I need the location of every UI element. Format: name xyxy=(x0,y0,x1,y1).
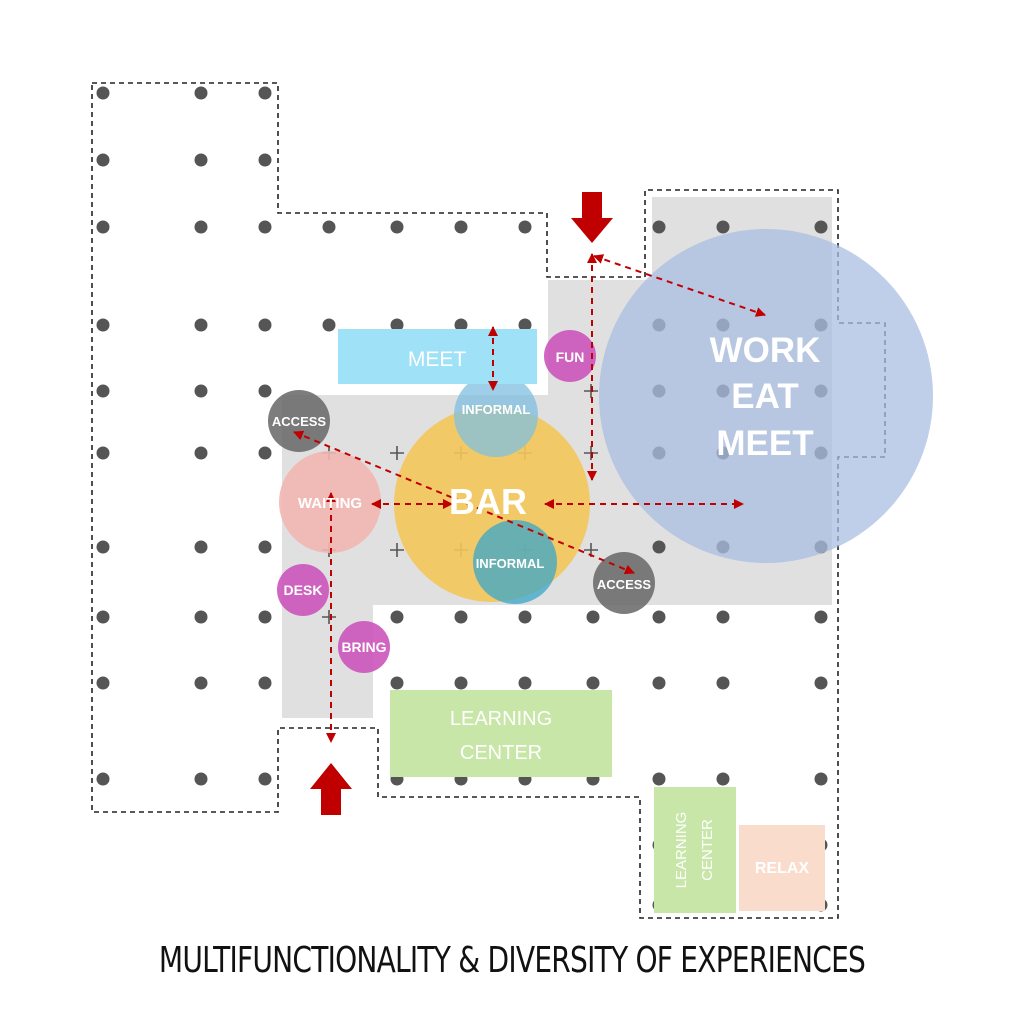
eat-label: EAT xyxy=(731,377,798,416)
column-dot xyxy=(258,318,272,332)
column-dot xyxy=(322,220,336,234)
column-dot xyxy=(194,446,208,460)
column-dot xyxy=(518,318,532,332)
column-dot xyxy=(194,318,208,332)
column-dot xyxy=(194,610,208,624)
column-dot xyxy=(194,540,208,554)
entry-arrow-bottom-icon xyxy=(310,763,352,815)
access-right-label: ACCESS xyxy=(597,577,652,592)
waiting-label: WAITING xyxy=(298,495,362,512)
column-dot xyxy=(194,384,208,398)
column-dot xyxy=(96,220,110,234)
column-dot xyxy=(454,318,468,332)
column-dot xyxy=(96,318,110,332)
fun-zone xyxy=(544,330,596,382)
column-dot xyxy=(390,318,404,332)
column-dot xyxy=(716,610,730,624)
learning-center-small-label-1: LEARNING xyxy=(673,812,690,889)
column-dot xyxy=(652,220,666,234)
column-dot xyxy=(652,772,666,786)
circulation-flows xyxy=(293,253,766,743)
column-dot xyxy=(814,220,828,234)
column-dot xyxy=(96,153,110,167)
meet-label: MEET xyxy=(408,348,467,371)
meet-zone xyxy=(338,329,537,384)
learning-center-small-label-2: CENTER xyxy=(699,819,716,881)
column-dot xyxy=(518,220,532,234)
bring-label: BRING xyxy=(341,639,386,655)
work-label: WORK xyxy=(710,331,821,370)
column-dot xyxy=(258,772,272,786)
column-dot xyxy=(258,676,272,690)
column-dot xyxy=(586,610,600,624)
column-dot xyxy=(652,610,666,624)
bring-zone xyxy=(338,621,390,673)
column-dot xyxy=(258,610,272,624)
column-dot xyxy=(96,540,110,554)
column-dot xyxy=(258,384,272,398)
column-dot xyxy=(454,676,468,690)
column-dot xyxy=(258,86,272,100)
column-dot xyxy=(454,610,468,624)
column-dot xyxy=(586,676,600,690)
column-dot xyxy=(258,540,272,554)
column-dot xyxy=(814,676,828,690)
informal-top-label: INFORMAL xyxy=(462,402,531,417)
column-dot xyxy=(194,86,208,100)
diagram-caption: MULTIFUNCTIONALITY & DIVERSITY OF EXPERI… xyxy=(158,940,866,981)
flow-entry-to-work xyxy=(593,254,766,317)
column-dot xyxy=(96,384,110,398)
column-dot xyxy=(194,220,208,234)
column-dot xyxy=(716,772,730,786)
entry-arrow-top-icon xyxy=(571,192,613,243)
column-dot xyxy=(518,676,532,690)
learning-center-label-1: LEARNING xyxy=(450,708,552,730)
meet-big-label: MEET xyxy=(716,424,813,463)
learning-center-label-2: CENTER xyxy=(460,742,542,764)
column-dot xyxy=(322,318,336,332)
column-dot xyxy=(96,446,110,460)
column-dot xyxy=(258,220,272,234)
relax-zone xyxy=(739,825,825,911)
column-dot xyxy=(716,220,730,234)
column-dot xyxy=(814,772,828,786)
desk-zone xyxy=(277,564,329,616)
column-dot xyxy=(652,676,666,690)
learning-center-small-zone xyxy=(654,787,736,913)
column-dot xyxy=(194,153,208,167)
column-dot xyxy=(390,610,404,624)
column-dot xyxy=(518,610,532,624)
column-dot xyxy=(258,153,272,167)
column-dot xyxy=(390,676,404,690)
column-dot xyxy=(258,446,272,460)
column-dot xyxy=(390,220,404,234)
column-dot xyxy=(96,772,110,786)
informal-bottom-label: INFORMAL xyxy=(476,556,545,571)
learning-center-zone xyxy=(390,690,612,777)
column-dot xyxy=(96,676,110,690)
column-dot xyxy=(814,610,828,624)
column-dot xyxy=(194,676,208,690)
column-dot xyxy=(194,772,208,786)
access-left-label: ACCESS xyxy=(272,414,327,429)
column-dot xyxy=(454,220,468,234)
column-dot xyxy=(96,610,110,624)
column-dot xyxy=(96,86,110,100)
desk-label: DESK xyxy=(284,582,323,598)
bar-label: BAR xyxy=(449,481,527,522)
column-dot xyxy=(716,676,730,690)
fun-label: FUN xyxy=(556,349,585,365)
column-dot xyxy=(652,540,666,554)
relax-label: RELAX xyxy=(755,860,810,877)
